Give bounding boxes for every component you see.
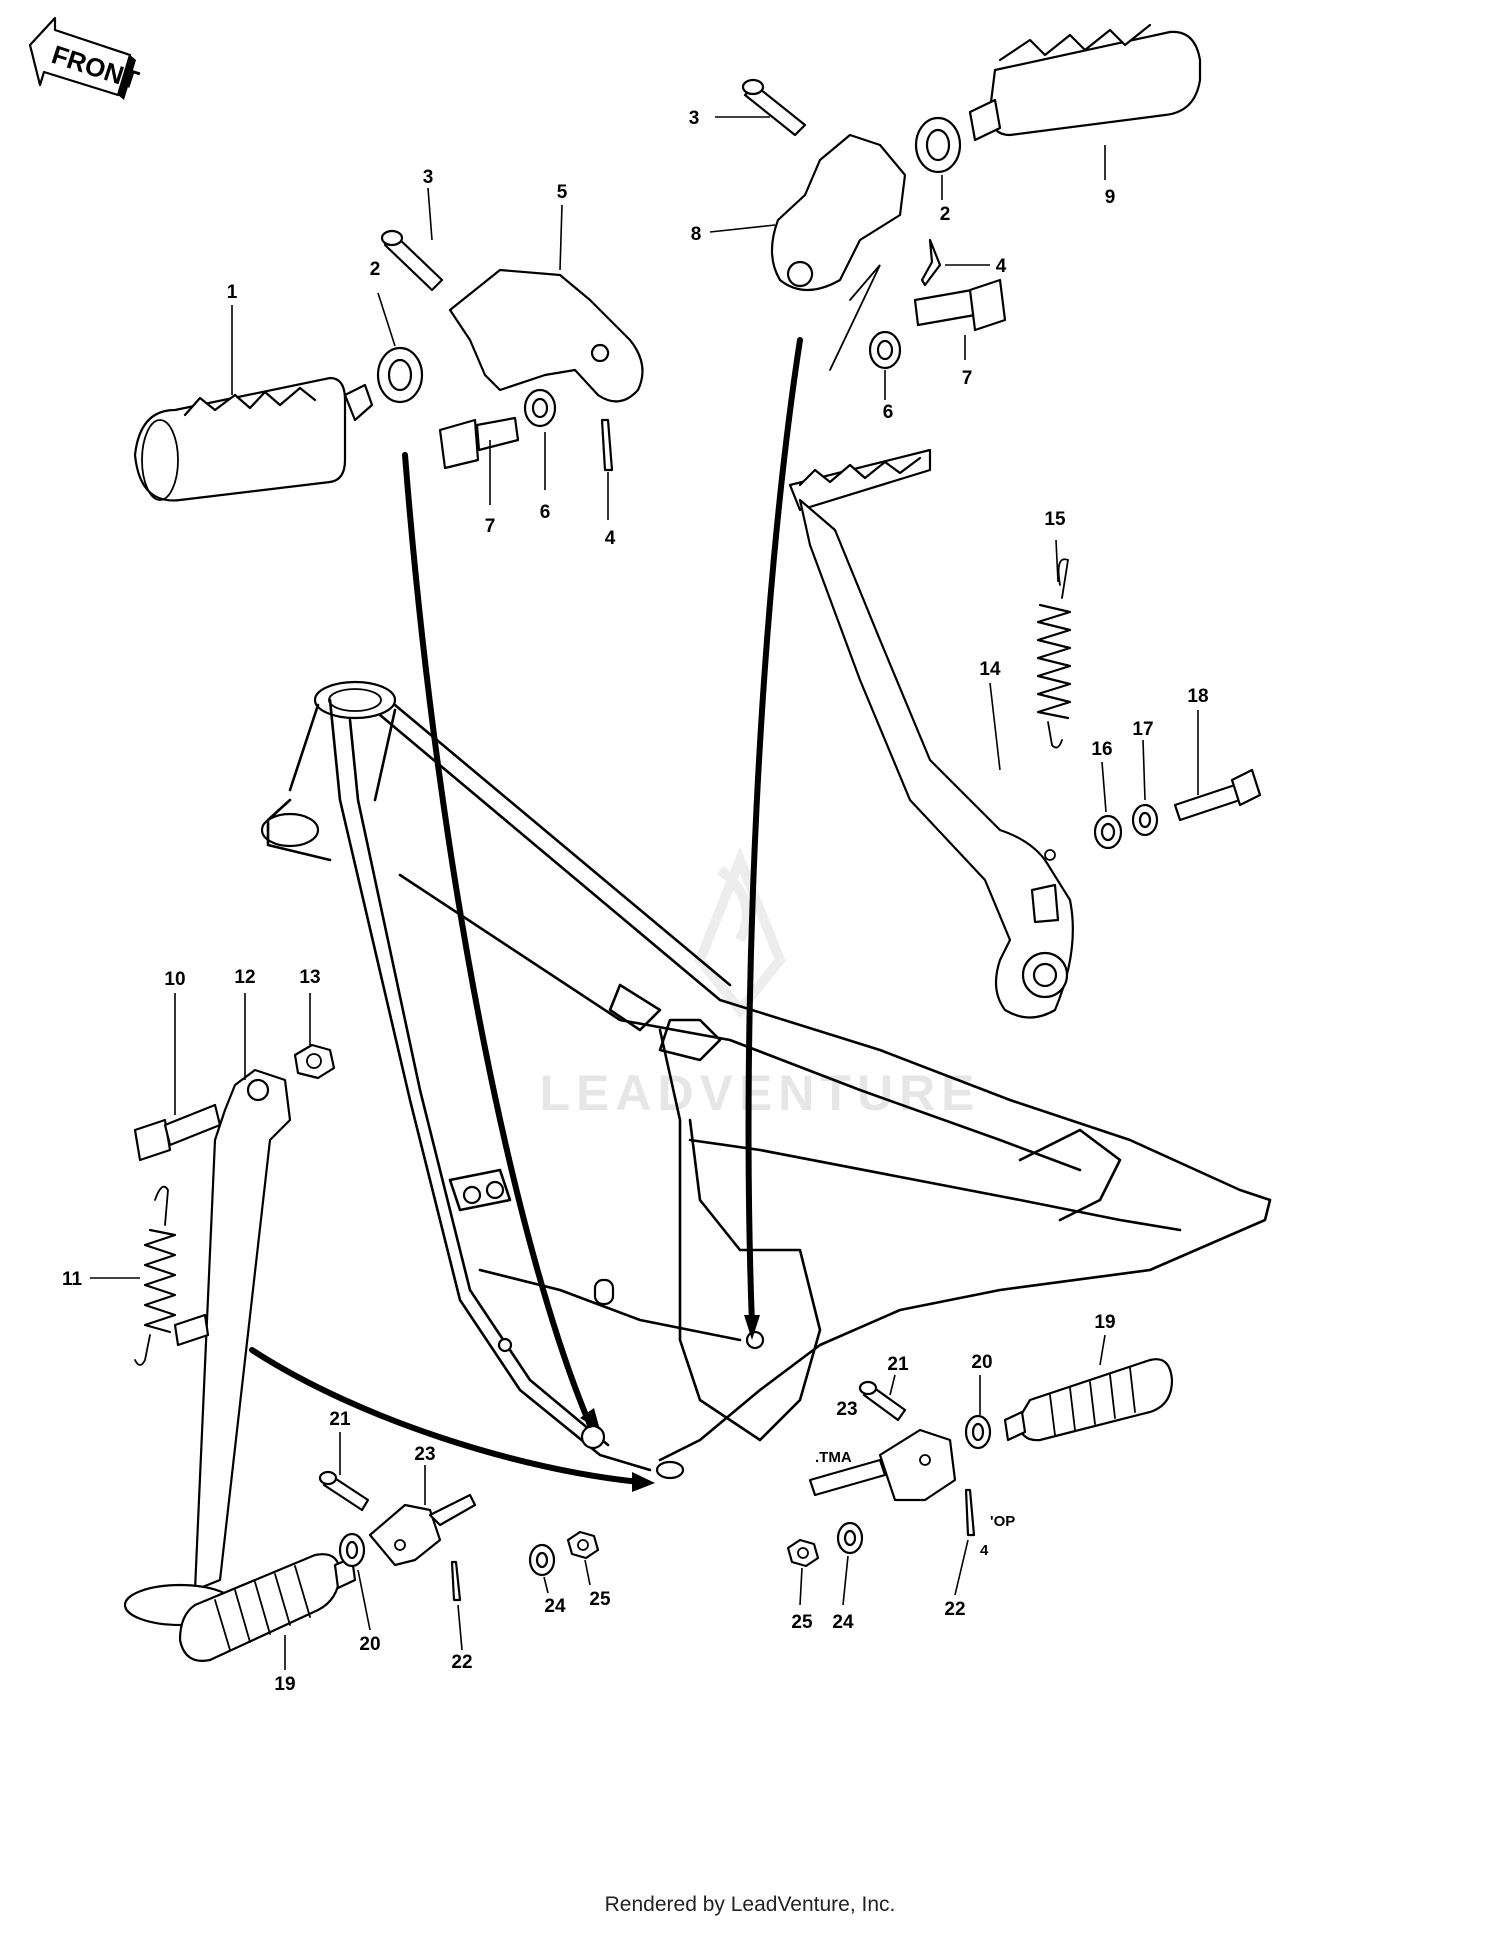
part-5-footpeg-bracket [448,268,644,403]
part-7-bolt-left [438,416,520,470]
callout-20: 20 [359,1634,380,1655]
part-6-lock-washer-right [868,330,902,370]
callout-21: 21 [887,1354,909,1375]
part-6-lock-washer-left [523,388,557,428]
part-11-spring [134,1185,177,1366]
part-14-brake-pedal [788,448,1074,1019]
frame [260,680,1272,1480]
callout-17: 17 [1132,719,1153,740]
callout-labels: 1 2 2 3 3 4 4 5 6 6 7 7 8 9 10 11 12 13 … [62,108,1209,1695]
part-21-pin-left [318,1470,370,1512]
callout-15: 15 [1044,509,1066,530]
front-direction-arrow-icon: FRONT [28,16,143,100]
part-8-zigzag-guide [829,264,881,371]
part-9-footpeg [968,23,1202,142]
part-7-bolt-right [913,278,1007,332]
callout-2: 2 [370,259,381,280]
part-2-washer-right [914,116,962,174]
watermark-text: LEADVENTURE [539,1065,980,1121]
stray-mark: 4 [980,1542,989,1559]
part-25-nut-right [786,1538,820,1568]
callout-24: 24 [832,1612,854,1633]
part-13-nut [293,1043,336,1080]
part-1-footpeg [133,376,374,502]
part-4-cotter-pin-left [600,418,614,472]
part-8-footpeg-bracket [770,133,907,291]
part-3-pin-right [741,78,807,137]
callout-23: 23 [414,1444,435,1465]
callout-10: 10 [164,969,185,990]
leadventure-watermark-logo [694,846,786,1019]
stray-mark: .TMA [815,1449,852,1466]
part-21-pin-right [858,1380,907,1422]
callout-16: 16 [1091,739,1112,760]
part-19-footpeg-left [178,1553,357,1662]
callout-11: 11 [62,1269,83,1290]
callout-20: 20 [971,1352,992,1373]
callout-18: 18 [1187,686,1208,707]
part-20-washer-right [964,1414,992,1450]
part-24-washer-left [528,1543,556,1577]
callout-22: 22 [451,1652,472,1673]
part-3-pin-left [380,229,444,292]
callout-19: 19 [1094,1312,1115,1333]
callout-25: 25 [791,1612,813,1633]
callout-3: 3 [689,108,700,129]
callout-9: 9 [1105,187,1116,208]
callout-22: 22 [944,1599,965,1620]
part-23-bracket-left [368,1493,477,1567]
part-12-side-stand [123,1068,292,1627]
part-25-nut-left [566,1530,600,1560]
part-24-washer-right [836,1521,864,1555]
callout-4: 4 [996,256,1007,277]
callout-5: 5 [557,182,568,203]
part-2-washer-left [376,346,424,404]
callout-13: 13 [299,967,320,988]
callout-2: 2 [940,204,951,225]
callout-3: 3 [423,167,434,188]
callout-21: 21 [329,1409,351,1430]
callout-6: 6 [540,502,551,523]
part-16-washer [1093,814,1123,850]
leader-lines [90,116,1199,1670]
part-15-spring [1036,558,1072,749]
stray-mark: 'OP [990,1513,1015,1530]
callout-24: 24 [544,1596,566,1617]
part-18-bolt [1173,768,1262,822]
part-23-bracket-right [808,1428,957,1502]
callout-1: 1 [227,282,238,303]
assembly-arrows [249,337,803,1492]
callout-23: 23 [836,1399,857,1420]
part-17-lock-washer [1131,803,1159,837]
callout-14: 14 [979,659,1001,680]
callout-8: 8 [691,224,702,245]
part-20-washer-left [338,1532,366,1568]
callout-7: 7 [485,516,496,537]
callout-19: 19 [274,1674,295,1695]
callout-4: 4 [605,528,616,549]
footer-credit: Rendered by LeadVenture, Inc. [604,1893,896,1916]
part-22-cotter-pin-right [964,1488,976,1537]
callout-12: 12 [234,967,255,988]
part-22-cotter-pin-left [450,1560,462,1602]
part-19-footpeg-right [1003,1358,1174,1442]
part-4-cotter-pin-right [920,238,942,287]
callout-6: 6 [883,402,894,423]
callout-25: 25 [589,1589,611,1610]
callout-7: 7 [962,368,973,389]
part-10-bolt [133,1103,222,1162]
